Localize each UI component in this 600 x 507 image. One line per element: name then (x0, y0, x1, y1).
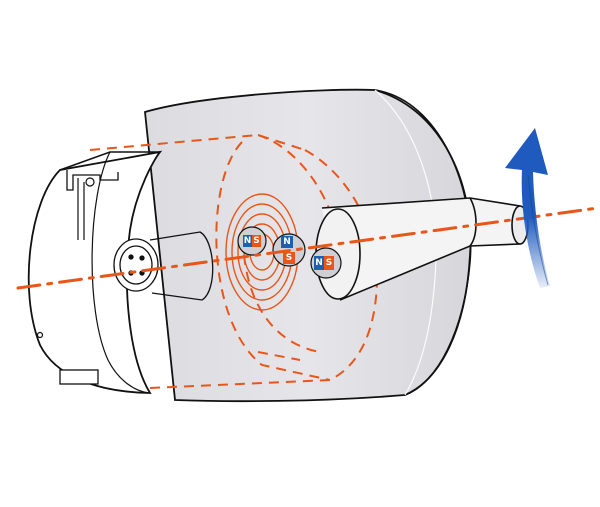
outer-housing (144, 88, 472, 403)
rotation-axis (16, 206, 600, 290)
magnet-north-label: N (244, 236, 252, 246)
magnet-south-label: S (326, 258, 332, 268)
magnet-unit-3: N S (310, 247, 342, 279)
curved-rotation-arrow-icon (505, 128, 550, 288)
left-end-cover (27, 150, 163, 394)
magnet-north-label: N (283, 237, 291, 247)
magnet-unit-1: N S (237, 226, 267, 256)
magnet-north-label: N (315, 258, 323, 268)
magnet-south-label: S (286, 253, 292, 263)
magnet-south-label: S (253, 236, 259, 246)
magnet-assemblies: N S N S N S (237, 226, 342, 279)
